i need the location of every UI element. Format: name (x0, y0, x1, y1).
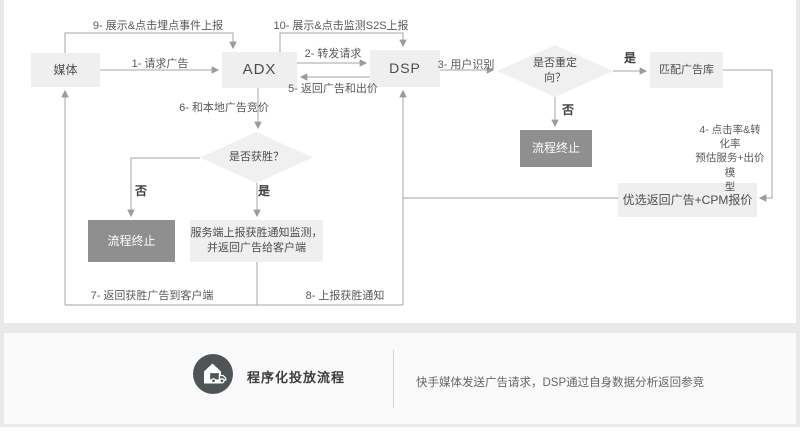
edge-label-yes-win: 是 (257, 184, 271, 198)
node-media: 媒体 (31, 53, 100, 87)
footer-divider (393, 350, 394, 408)
edge-label-3: 3- 用户识别 (437, 59, 495, 71)
node-match-ad-library: 匹配广告库 (650, 52, 723, 88)
node-select-return: 优选返回广告+CPM报价 (618, 183, 757, 217)
edge-label-10: 10- 展示&点击监测S2S上报 (273, 20, 409, 32)
node-server-notify: 服务端上报获胜通知监测， 并返回广告给客户端 (190, 220, 323, 262)
edge-label-1: 1- 请求广告 (131, 58, 189, 70)
edge-label-no-retarget: 否 (561, 103, 575, 117)
house-truck-glyph (204, 363, 227, 384)
node-terminate-left: 流程终止 (88, 220, 175, 262)
footer-title: 程序化投放流程 (247, 370, 346, 385)
edge-label-6: 6- 和本地广告竞价 (179, 102, 269, 114)
edge-label-2: 2- 转发请求 (304, 48, 362, 60)
edge-label-8: 8- 上报获胜通知 (305, 290, 385, 302)
node-dsp: DSP (370, 50, 440, 87)
node-adx: ADX (222, 52, 297, 88)
footer-description: 快手媒体发送广告请求，DSP通过自身数据分析返回参竞 (416, 377, 705, 389)
house-delivery-truck-icon (193, 354, 233, 394)
diagram-canvas (4, 0, 796, 323)
bottom-strip (0, 427, 800, 431)
footer-panel (4, 333, 796, 424)
edge-label-5: 5- 返回广告和出价 (288, 83, 378, 95)
edge-label-7: 7- 返回获胜广告到客户端 (90, 290, 214, 302)
edge-label-9: 9- 展示&点击埋点事件上报 (92, 20, 224, 32)
edge-label-4: 4- 点击率&转化率 预估服务+出价模 型 (695, 124, 765, 193)
edge-label-no-win: 否 (134, 184, 148, 198)
node-terminate-right: 流程终止 (520, 130, 592, 167)
edge-label-yes-retarget: 是 (623, 51, 637, 65)
